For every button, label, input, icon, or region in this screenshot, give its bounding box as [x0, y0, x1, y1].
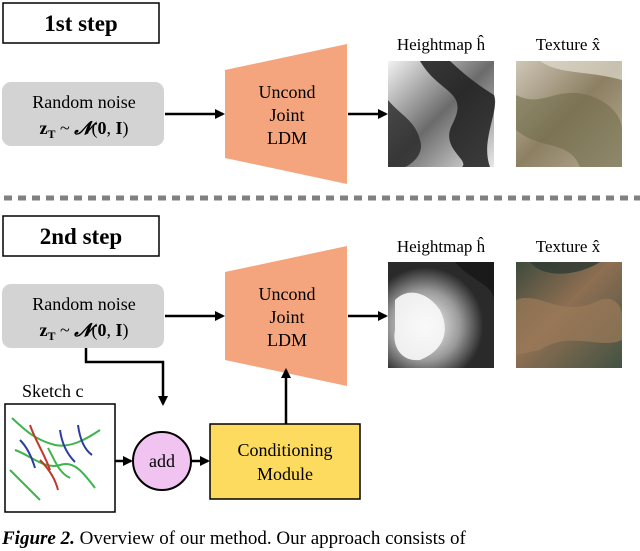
- step1-noise-formula: zT ~ 𝓝(0, I): [39, 118, 128, 141]
- step1-label-box: [2, 2, 160, 44]
- step2-heightmap-label: Heightmap ĥ: [397, 237, 486, 256]
- step1-ldm-line3: LDM: [267, 128, 307, 148]
- step1-texture-label: Texture x̂: [536, 35, 601, 54]
- add-label: add: [149, 451, 175, 471]
- step1-ldm-line2: Joint: [269, 105, 304, 125]
- conditioning-module-box: [209, 423, 361, 500]
- conditioning-line1: Conditioning: [237, 440, 332, 460]
- step2-arrow-noise-to-add: [84, 348, 168, 406]
- step2-heightmap-image: [388, 262, 494, 368]
- step2-ldm-line1: Uncond: [259, 284, 316, 304]
- step2-noise-formula: zT ~ 𝓝(0, I): [39, 320, 128, 343]
- sketch-label: Sketch c: [22, 381, 83, 401]
- step1-ldm-trapezoid: [225, 44, 347, 184]
- step2-noise-label: Random noise: [32, 294, 136, 314]
- step2-ldm-line3: LDM: [267, 330, 307, 350]
- step1-ldm-line1: Uncond: [259, 82, 316, 102]
- step1-heightmap-label: Heightmap ĥ: [397, 35, 486, 54]
- step1-section: 1st step Random noise zT ~ 𝓝(0, I) Uncon…: [2, 2, 622, 184]
- step2-texture-label: Texture x̂: [536, 237, 601, 256]
- conditioning-line2: Module: [257, 464, 313, 484]
- step1-noise-box: [2, 82, 164, 146]
- step1-label: 1st step: [44, 11, 117, 36]
- caption-text: Overview of our method. Our approach con…: [74, 528, 466, 549]
- sketch-image: [4, 403, 116, 513]
- caption-prefix: Figure 2.: [2, 528, 75, 549]
- step2-ldm-line2: Joint: [269, 307, 304, 327]
- step2-section: 2nd step Random noise zT ~ 𝓝(0, I) Uncon…: [2, 215, 622, 513]
- figure-caption: Figure 2. Overview of our method. Our ap…: [2, 528, 640, 550]
- step2-label-box: [2, 215, 160, 257]
- step2-label: 2nd step: [40, 224, 122, 249]
- step2-texture-image: [516, 262, 622, 368]
- step1-texture-image: [516, 61, 622, 167]
- step1-heightmap-image: [388, 61, 496, 167]
- step1-noise-label: Random noise: [32, 92, 136, 112]
- step2-noise-box: [2, 284, 164, 348]
- step2-ldm-trapezoid: [225, 246, 347, 386]
